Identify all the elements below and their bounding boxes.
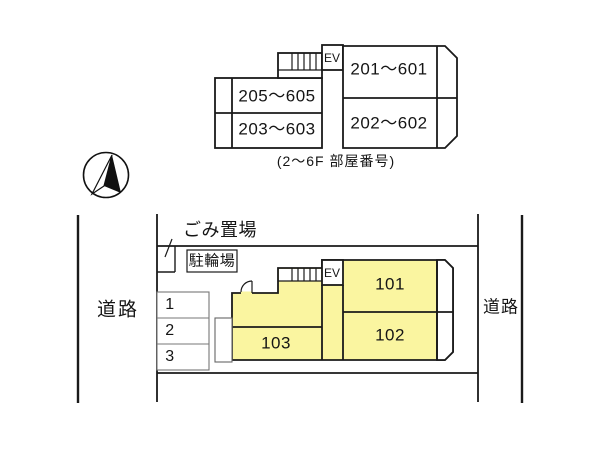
garbage-leader-line bbox=[164, 238, 173, 258]
bicycle-parking-box bbox=[186, 249, 238, 273]
parking-stalls bbox=[156, 291, 210, 371]
upper-plan-caption: (2〜6F 部屋番号) bbox=[276, 153, 396, 169]
upper-elevator-label: EV bbox=[323, 51, 341, 65]
stairs-treads bbox=[278, 268, 322, 282]
upper-room-201-601: 201〜601 bbox=[350, 59, 428, 79]
upper-floor-plan bbox=[214, 44, 458, 149]
interior-walls bbox=[232, 260, 453, 360]
site-boundaries bbox=[76, 214, 524, 403]
entrance-porch bbox=[214, 317, 233, 363]
parking-stall-2: 2 bbox=[165, 322, 175, 339]
room-101-label: 101 bbox=[375, 274, 405, 294]
room-102-label: 102 bbox=[375, 325, 405, 345]
parking-stall-1: 1 bbox=[165, 296, 175, 313]
upper-right-block bbox=[342, 45, 458, 149]
road-left-label: 道路 bbox=[96, 299, 140, 321]
lower-elevator-box bbox=[321, 259, 344, 286]
garbage-area-label: ごみ置場 bbox=[183, 220, 257, 240]
site-building bbox=[214, 259, 454, 363]
road-right-label: 道路 bbox=[483, 297, 519, 317]
stairs-icon bbox=[279, 269, 321, 281]
upper-room-203-603: 203〜603 bbox=[238, 119, 316, 139]
stairs-treads bbox=[278, 53, 322, 71]
lower-elevator-label: EV bbox=[323, 266, 341, 280]
bicycle-parking-label: 駐輪場 bbox=[188, 252, 236, 270]
upper-room-205-605: 205〜605 bbox=[238, 86, 316, 106]
north-arrow-icon bbox=[82, 151, 130, 199]
room-103-label: 103 bbox=[261, 333, 291, 353]
parking-stall-3: 3 bbox=[165, 348, 175, 365]
upper-room-202-602: 202〜602 bbox=[350, 113, 428, 133]
garbage-area-box bbox=[157, 246, 176, 273]
lower-balcony bbox=[436, 259, 454, 361]
door-swing-icon bbox=[240, 280, 253, 293]
